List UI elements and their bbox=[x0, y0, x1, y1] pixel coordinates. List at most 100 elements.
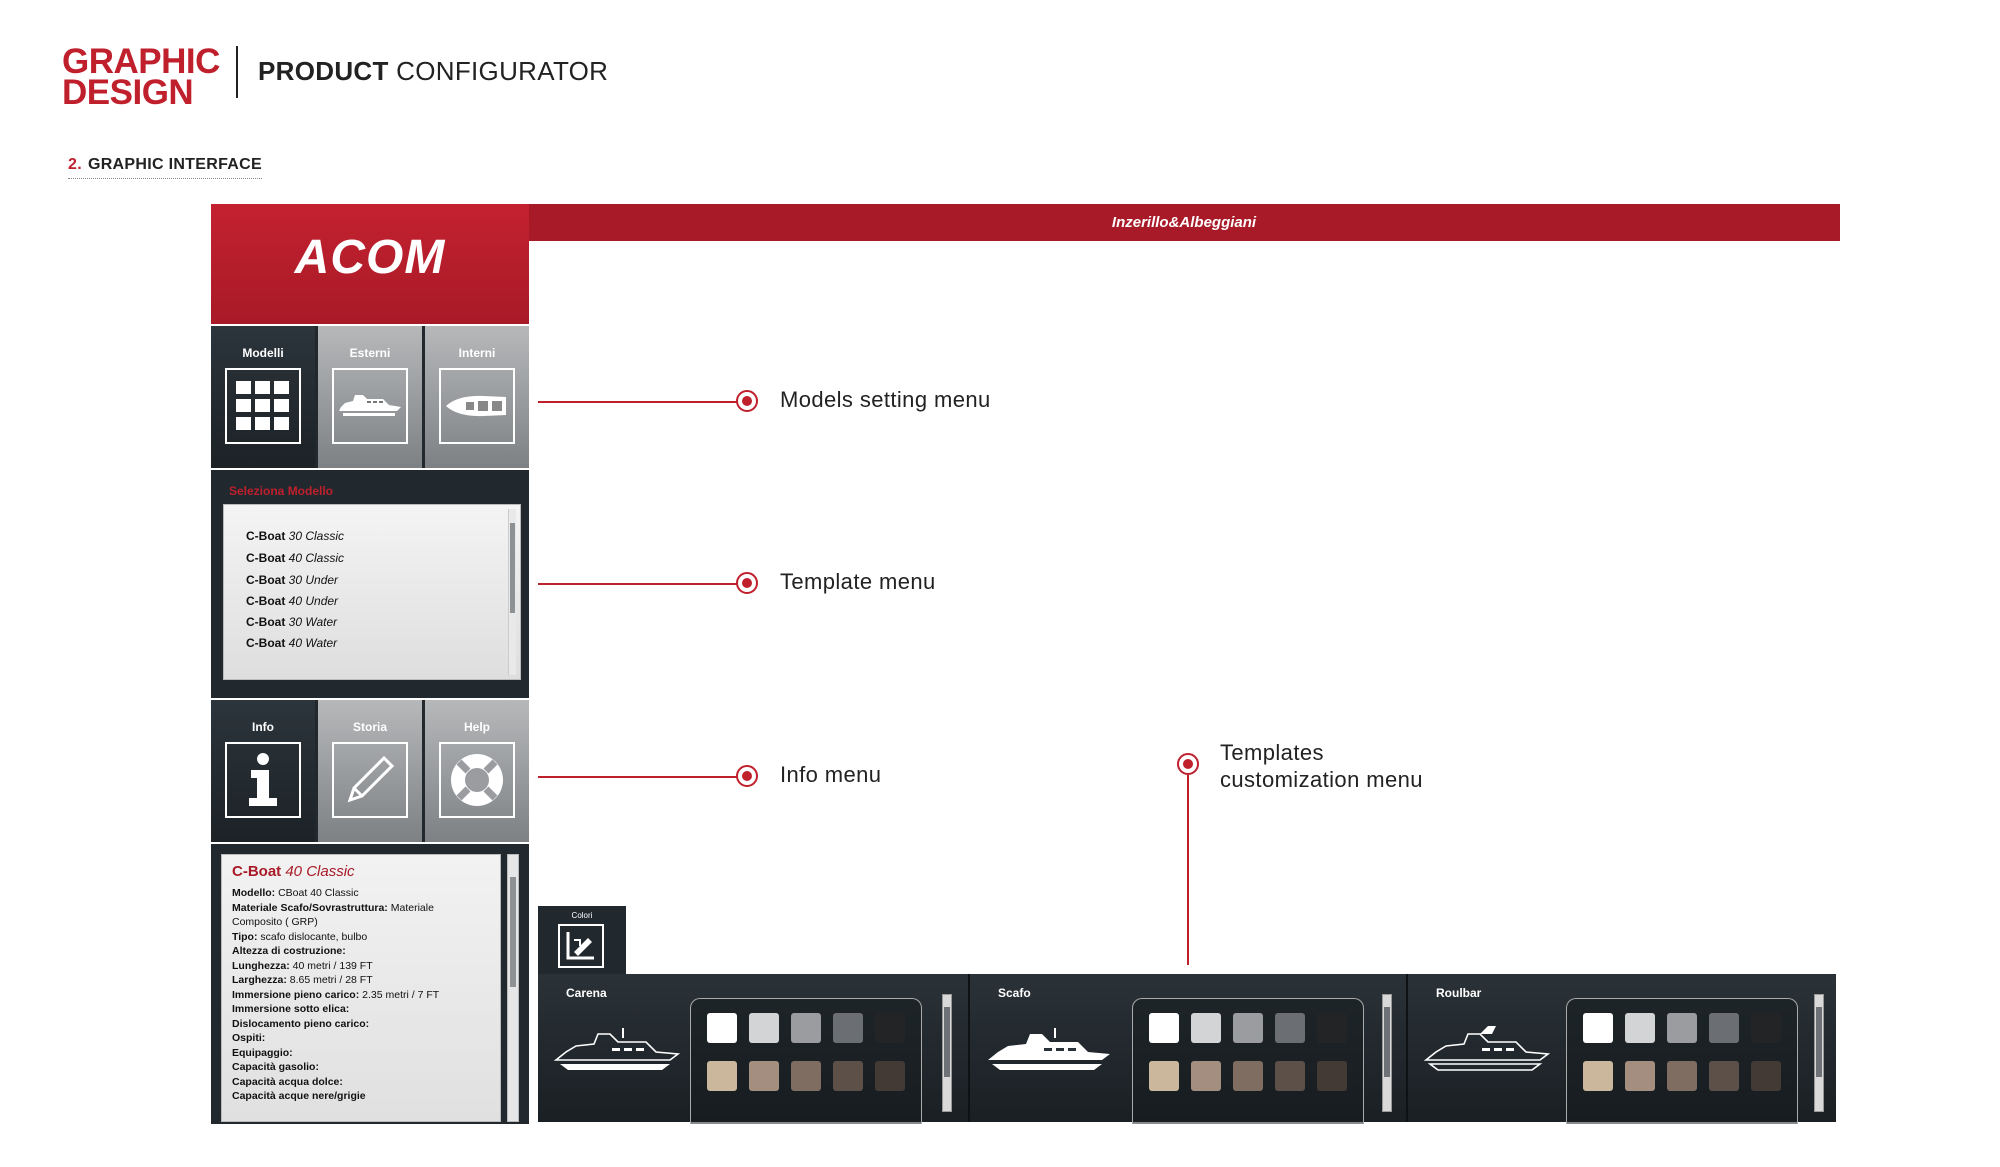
color-swatch[interactable] bbox=[1149, 1013, 1179, 1043]
color-swatch[interactable] bbox=[1751, 1013, 1781, 1043]
tab-storia-label: Storia bbox=[352, 720, 387, 734]
brand-divider bbox=[236, 46, 238, 98]
color-swatch[interactable] bbox=[833, 1013, 863, 1043]
color-swatch[interactable] bbox=[1317, 1061, 1347, 1091]
color-swatch[interactable] bbox=[1625, 1061, 1655, 1091]
models-menu: Modelli Esterni Interni bbox=[211, 326, 529, 468]
section-divider bbox=[968, 974, 970, 1122]
color-swatch[interactable] bbox=[707, 1013, 737, 1043]
pencil-icon bbox=[332, 742, 408, 818]
app-logo[interactable]: ACOM bbox=[211, 204, 529, 324]
list-item-brand: C-Boat bbox=[246, 594, 286, 608]
color-swatch[interactable] bbox=[875, 1061, 905, 1091]
color-swatch[interactable] bbox=[1583, 1013, 1613, 1043]
scrollbar-thumb[interactable] bbox=[944, 1007, 950, 1077]
tab-info-label: Info bbox=[252, 720, 274, 734]
brand-line-2: DESIGN bbox=[62, 73, 194, 112]
color-swatch[interactable] bbox=[1191, 1061, 1221, 1091]
section-title: 2.GRAPHIC INTERFACE bbox=[68, 156, 262, 179]
section-carena-label: Carena bbox=[566, 986, 607, 1000]
section-roulbar: Roulbar bbox=[1408, 974, 1836, 1124]
section-scrollbar[interactable] bbox=[1382, 994, 1392, 1112]
list-item[interactable]: C-Boat 30 Classic bbox=[246, 529, 344, 543]
list-item[interactable]: C-Boat 30 Under bbox=[246, 573, 338, 587]
scrollbar-thumb[interactable] bbox=[1816, 1007, 1822, 1077]
list-item-brand: C-Boat bbox=[246, 529, 286, 543]
list-item[interactable]: C-Boat 40 Classic bbox=[246, 551, 344, 565]
color-swatch[interactable] bbox=[791, 1013, 821, 1043]
color-swatch[interactable] bbox=[1149, 1061, 1179, 1091]
tab-esterni[interactable]: Esterni bbox=[318, 326, 422, 468]
color-swatch[interactable] bbox=[1275, 1013, 1305, 1043]
callout-line-models bbox=[538, 401, 738, 403]
color-swatch[interactable] bbox=[1709, 1013, 1739, 1043]
callout-dot-template bbox=[736, 572, 758, 594]
info-line: Dislocamento pieno carico: bbox=[232, 1017, 370, 1030]
model-list-scrollbar[interactable] bbox=[508, 509, 516, 675]
section-scafo: Scafo bbox=[970, 974, 1406, 1124]
callout-info-label: Info menu bbox=[780, 762, 882, 787]
color-swatch[interactable] bbox=[749, 1061, 779, 1091]
color-swatch[interactable] bbox=[1275, 1061, 1305, 1091]
scrollbar-thumb[interactable] bbox=[510, 523, 515, 613]
info-line: Equipaggio: bbox=[232, 1046, 293, 1059]
color-swatch[interactable] bbox=[875, 1013, 905, 1043]
scrollbar-thumb[interactable] bbox=[510, 877, 516, 987]
color-swatch[interactable] bbox=[1191, 1013, 1221, 1043]
list-item-model: 30 Water bbox=[288, 615, 338, 629]
tab-help[interactable]: Help bbox=[425, 700, 529, 842]
swatch-panel bbox=[1132, 998, 1364, 1124]
color-swatch[interactable] bbox=[1751, 1061, 1781, 1091]
color-swatch[interactable] bbox=[1317, 1013, 1347, 1043]
select-model-title: Seleziona Modello bbox=[229, 484, 334, 498]
section-scafo-label: Scafo bbox=[998, 986, 1031, 1000]
section-roulbar-label: Roulbar bbox=[1436, 986, 1482, 1000]
info-menu: Info Storia Help bbox=[211, 700, 529, 842]
list-item[interactable]: C-Boat 40 Water bbox=[246, 636, 337, 650]
section-scrollbar[interactable] bbox=[942, 994, 952, 1112]
tab-interni[interactable]: Interni bbox=[425, 326, 529, 468]
info-line: Larghezza: 8.65 metri / 28 FT bbox=[232, 974, 373, 986]
tab-storia[interactable]: Storia bbox=[318, 700, 422, 842]
tab-colori[interactable]: Colori bbox=[538, 906, 626, 974]
info-detail-panel: C-Boat 40 Classic Modello: CBoat 40 Clas… bbox=[211, 844, 529, 1124]
color-swatch[interactable] bbox=[1709, 1061, 1739, 1091]
info-line: Materiale Scafo/Sovrastruttura: Material… bbox=[232, 901, 434, 914]
info-line: Immersione pieno carico: 2.35 metri / 7 … bbox=[232, 988, 440, 1001]
tab-modelli[interactable]: Modelli bbox=[211, 326, 315, 468]
swatch-panel bbox=[690, 998, 922, 1124]
section-scrollbar[interactable] bbox=[1814, 994, 1824, 1112]
template-menu: Seleziona Modello C-Boat 30 Classic C-Bo… bbox=[211, 470, 529, 698]
callout-customization-line-1: Templates bbox=[1220, 740, 1324, 765]
list-item[interactable]: C-Boat 30 Water bbox=[246, 615, 337, 629]
color-swatch[interactable] bbox=[1625, 1013, 1655, 1043]
color-swatch[interactable] bbox=[707, 1061, 737, 1091]
color-swatch[interactable] bbox=[1583, 1061, 1613, 1091]
list-item[interactable]: C-Boat 40 Under bbox=[246, 594, 338, 608]
tab-colori-label: Colori bbox=[571, 911, 593, 920]
color-swatch[interactable] bbox=[1233, 1061, 1263, 1091]
tab-info[interactable]: Info bbox=[211, 700, 315, 842]
model-list: C-Boat 30 Classic C-Boat 40 Classic C-Bo… bbox=[223, 504, 521, 680]
color-swatch[interactable] bbox=[1667, 1061, 1697, 1091]
list-item-brand: C-Boat bbox=[246, 551, 286, 565]
info-line: Capacità acque nere/grigie bbox=[232, 1090, 366, 1102]
app-logo-text: ACOM bbox=[294, 231, 446, 284]
info-line: Capacità gasolio: bbox=[232, 1061, 319, 1073]
color-swatch[interactable] bbox=[749, 1013, 779, 1043]
tab-modelli-label: Modelli bbox=[242, 346, 284, 360]
info-detail-scrollbar[interactable] bbox=[507, 854, 519, 1122]
scrollbar-thumb[interactable] bbox=[1384, 1007, 1390, 1077]
brand-line-1: GRAPHIC bbox=[62, 42, 220, 81]
color-palette-icon bbox=[558, 924, 604, 968]
info-line: Composito ( GRP) bbox=[232, 916, 318, 928]
color-swatch[interactable] bbox=[1667, 1013, 1697, 1043]
section-title-text: GRAPHIC INTERFACE bbox=[87, 156, 262, 173]
tab-esterni-label: Esterni bbox=[349, 346, 391, 360]
list-item-model: 40 Water bbox=[288, 636, 338, 650]
color-swatch[interactable] bbox=[1233, 1013, 1263, 1043]
app-top-bar-title: Inzerillo&Albeggiani bbox=[1111, 214, 1257, 231]
color-swatch[interactable] bbox=[833, 1061, 863, 1091]
color-swatch[interactable] bbox=[791, 1061, 821, 1091]
info-line: Altezza di costruzione: bbox=[232, 945, 346, 957]
